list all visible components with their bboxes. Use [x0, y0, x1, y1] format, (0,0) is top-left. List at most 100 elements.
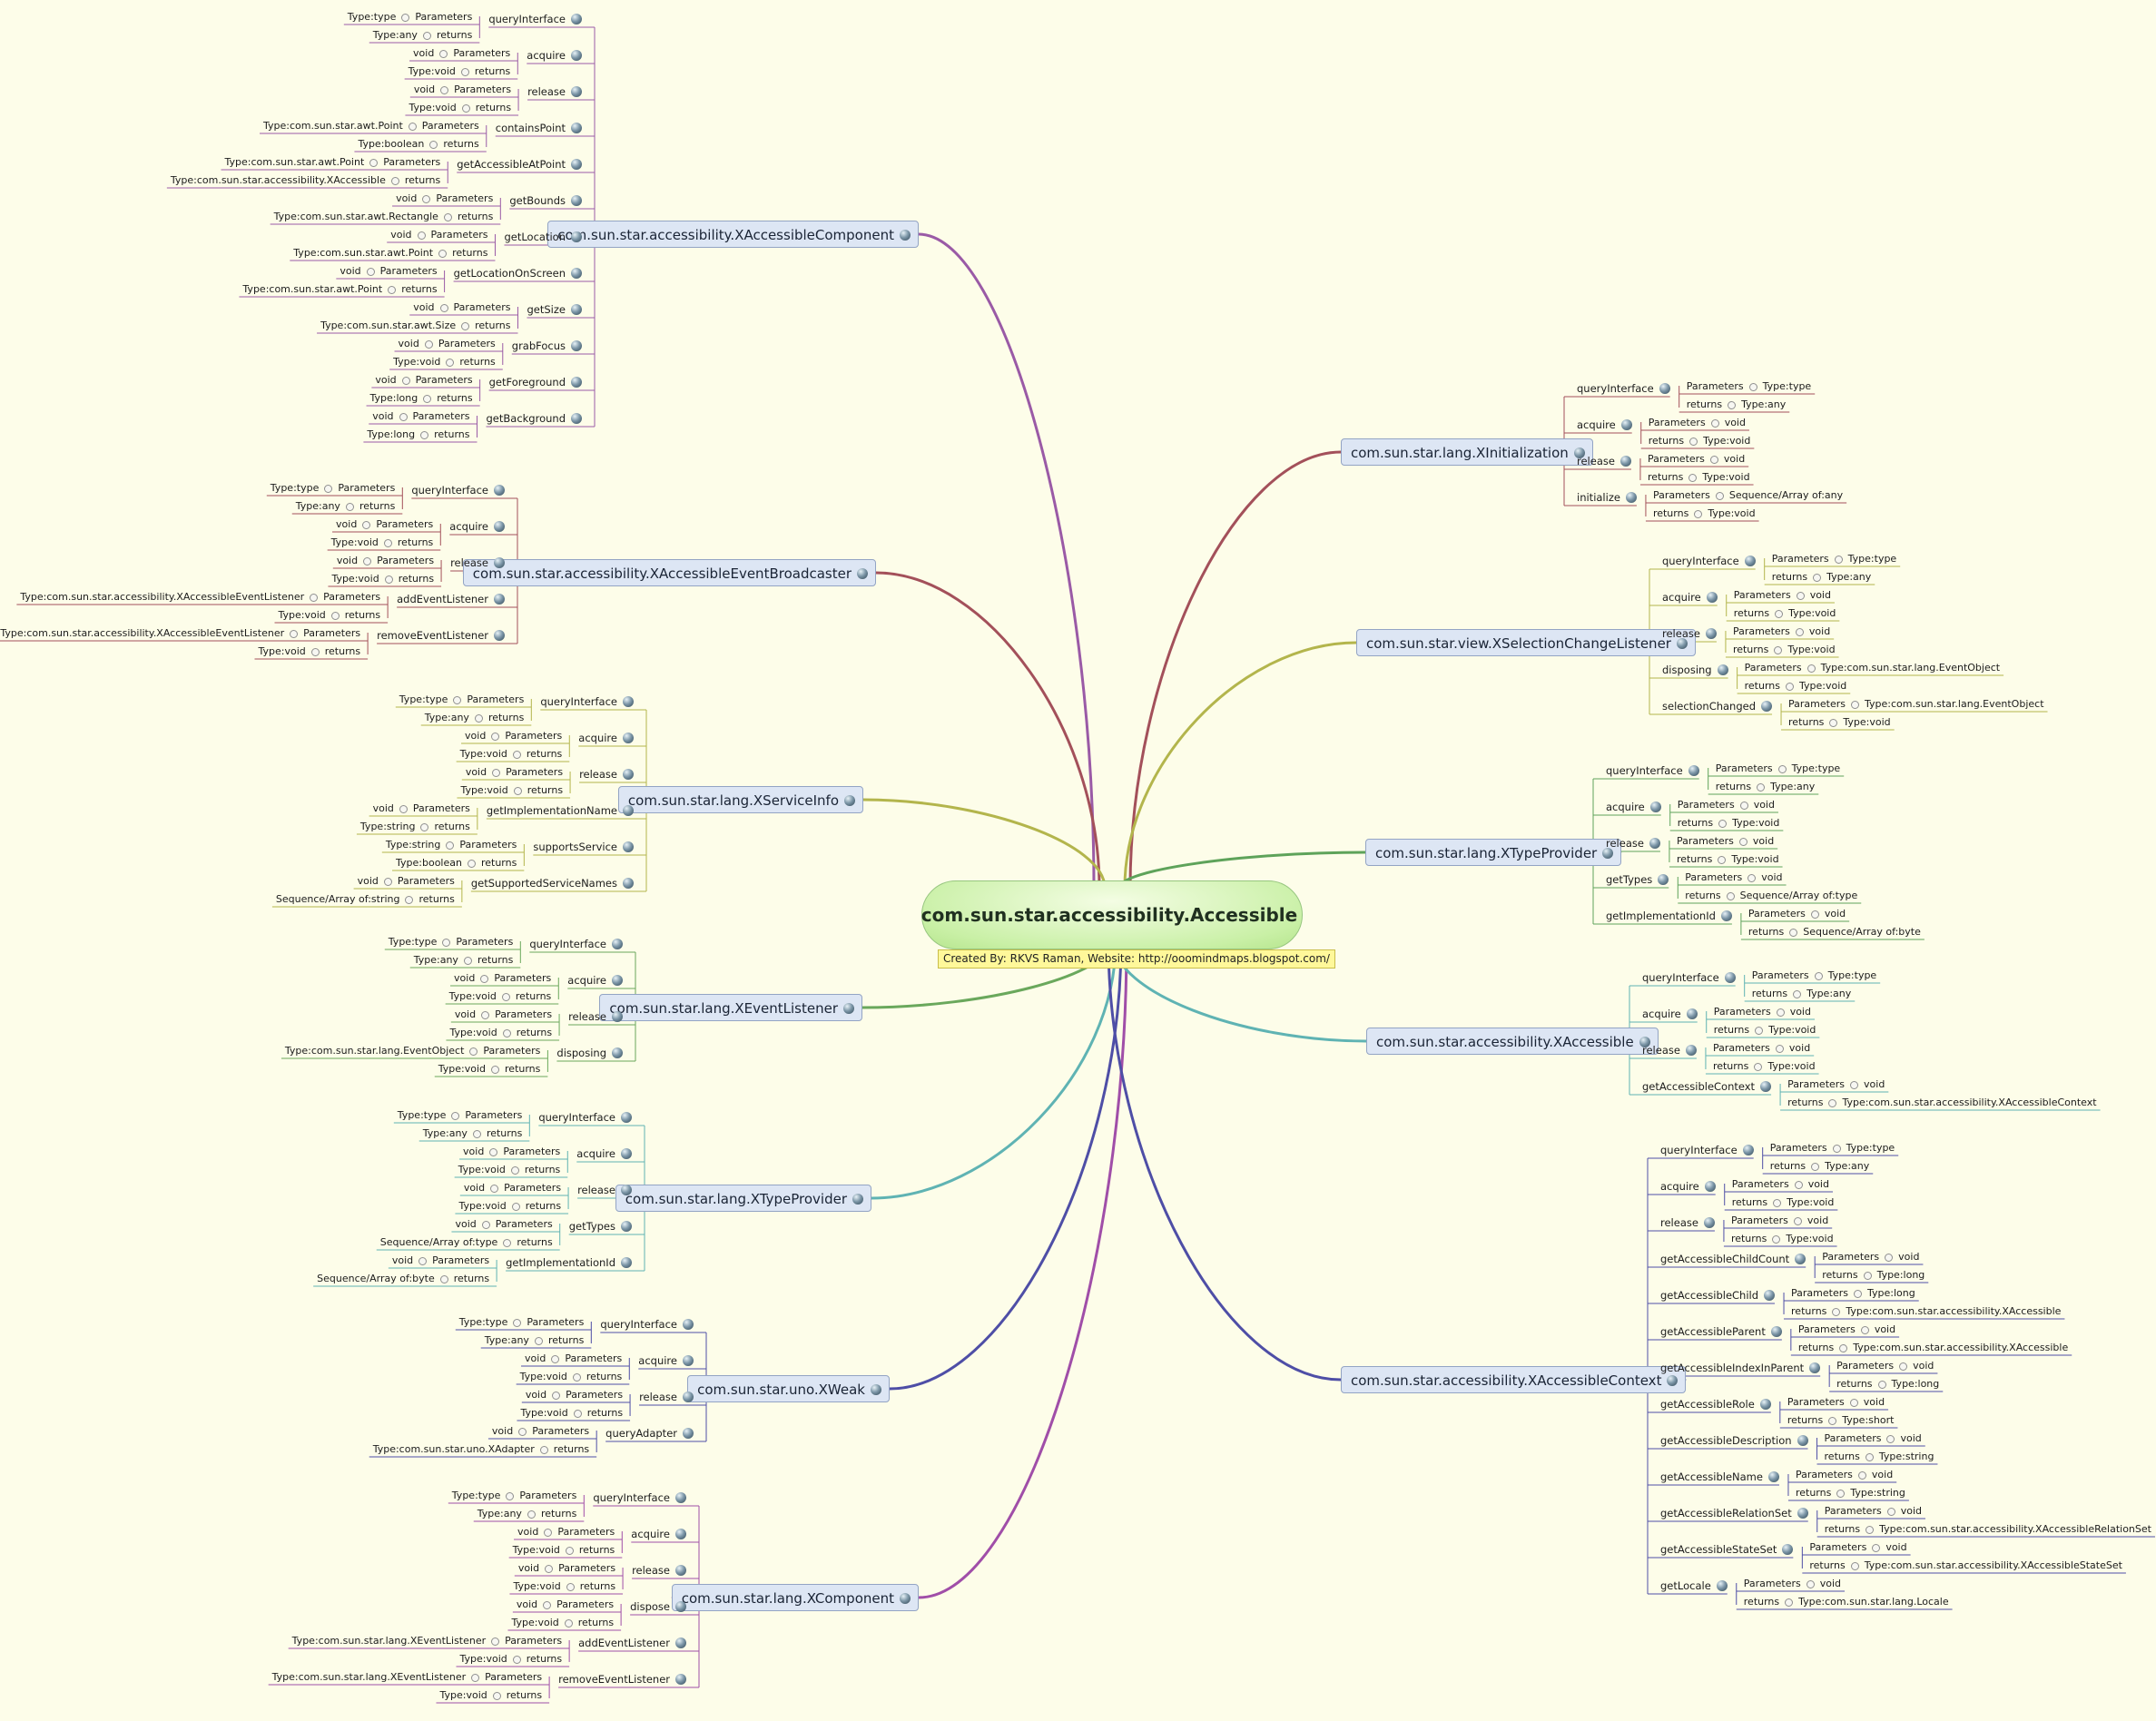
collapse-toggle-icon[interactable] — [463, 956, 472, 965]
collapse-toggle-icon[interactable] — [461, 103, 470, 113]
branch-node[interactable]: com.sun.star.lang.XTypeProvider — [1365, 839, 1622, 866]
method-node[interactable]: acquire — [631, 1528, 686, 1540]
branch-node[interactable]: com.sun.star.lang.XServiceInfo — [617, 786, 863, 813]
collapse-toggle-icon[interactable] — [388, 285, 397, 294]
collapse-toggle-icon[interactable] — [369, 158, 379, 167]
collapse-toggle-icon[interactable] — [481, 1220, 490, 1229]
collapse-toggle-icon[interactable] — [1794, 1180, 1803, 1189]
collapse-toggle-icon[interactable] — [1851, 700, 1859, 709]
branch-node[interactable]: com.sun.star.uno.XWeak — [687, 1375, 890, 1402]
collapse-toggle-icon[interactable] — [1854, 1289, 1862, 1298]
collapse-toggle-icon[interactable] — [1772, 1234, 1781, 1244]
collapse-toggle-icon[interactable] — [1857, 1470, 1866, 1480]
collapse-toggle-icon[interactable] — [469, 1047, 478, 1056]
collapse-toggle-icon[interactable] — [1863, 1271, 1872, 1280]
collapse-toggle-icon[interactable] — [422, 194, 431, 203]
method-node[interactable]: disposing — [1662, 664, 1728, 676]
method-node[interactable]: getBackground — [487, 412, 582, 425]
branch-node[interactable]: com.sun.star.lang.XComponent — [671, 1584, 919, 1611]
collapse-toggle-icon[interactable] — [1807, 664, 1816, 673]
collapse-toggle-icon[interactable] — [543, 1600, 552, 1609]
collapse-toggle-icon[interactable] — [573, 1409, 582, 1418]
method-node[interactable]: release — [1577, 455, 1631, 467]
method-node[interactable]: disposing — [556, 1047, 623, 1059]
collapse-toggle-icon[interactable] — [446, 358, 455, 367]
method-node[interactable]: queryInterface — [538, 1111, 632, 1124]
method-node[interactable]: getSupportedServiceNames — [471, 877, 634, 890]
collapse-toggle-icon[interactable] — [1877, 1380, 1886, 1389]
method-node[interactable]: addEventListener — [397, 593, 505, 605]
collapse-toggle-icon[interactable] — [1872, 1543, 1881, 1552]
method-node[interactable]: queryInterface — [593, 1491, 686, 1504]
branch-node[interactable]: com.sun.star.lang.XTypeProvider — [615, 1185, 871, 1212]
collapse-toggle-icon[interactable] — [502, 1028, 511, 1038]
method-node[interactable]: getAccessibleStateSet — [1660, 1543, 1794, 1556]
collapse-toggle-icon[interactable] — [1885, 1253, 1894, 1262]
collapse-toggle-icon[interactable] — [513, 1318, 522, 1327]
method-node[interactable]: selectionChanged — [1662, 700, 1773, 713]
collapse-toggle-icon[interactable] — [1777, 764, 1787, 773]
collapse-toggle-icon[interactable] — [492, 1691, 501, 1700]
collapse-toggle-icon[interactable] — [310, 647, 320, 656]
collapse-toggle-icon[interactable] — [451, 1111, 460, 1120]
collapse-toggle-icon[interactable] — [572, 1372, 581, 1382]
method-node[interactable]: queryInterface — [1642, 971, 1736, 984]
collapse-toggle-icon[interactable] — [408, 122, 417, 131]
collapse-toggle-icon[interactable] — [1793, 1216, 1802, 1225]
collapse-toggle-icon[interactable] — [1865, 1452, 1874, 1461]
collapse-toggle-icon[interactable] — [1726, 891, 1735, 900]
collapse-toggle-icon[interactable] — [290, 629, 299, 638]
collapse-toggle-icon[interactable] — [443, 212, 452, 221]
collapse-toggle-icon[interactable] — [513, 786, 522, 795]
collapse-toggle-icon[interactable] — [420, 822, 429, 831]
method-node[interactable]: removeEventListener — [558, 1673, 686, 1686]
method-node[interactable]: getForeground — [489, 376, 582, 388]
method-node[interactable]: release — [568, 1010, 623, 1023]
method-node[interactable]: getImplementationId — [506, 1256, 632, 1269]
method-node[interactable]: getBounds — [509, 194, 582, 207]
collapse-toggle-icon[interactable] — [552, 1391, 561, 1400]
collapse-toggle-icon[interactable] — [1738, 837, 1747, 846]
method-node[interactable]: getAccessibleAtPoint — [457, 158, 582, 171]
method-node[interactable]: supportsService — [533, 841, 634, 853]
collapse-toggle-icon[interactable] — [510, 1165, 519, 1175]
collapse-toggle-icon[interactable] — [1709, 455, 1718, 464]
collapse-toggle-icon[interactable] — [399, 412, 408, 421]
collapse-toggle-icon[interactable] — [1774, 645, 1783, 654]
collapse-toggle-icon[interactable] — [512, 1655, 521, 1664]
collapse-toggle-icon[interactable] — [501, 992, 510, 1001]
collapse-toggle-icon[interactable] — [383, 877, 392, 886]
method-node[interactable]: getLocale — [1660, 1579, 1728, 1592]
collapse-toggle-icon[interactable] — [1806, 1579, 1815, 1588]
method-node[interactable]: queryInterface — [1662, 555, 1756, 567]
method-node[interactable]: acquire — [1642, 1008, 1698, 1020]
method-node[interactable]: getSize — [527, 303, 582, 316]
collapse-toggle-icon[interactable] — [491, 1065, 500, 1074]
collapse-toggle-icon[interactable] — [1785, 682, 1794, 691]
method-node[interactable]: acquire — [1577, 418, 1632, 431]
collapse-toggle-icon[interactable] — [440, 85, 449, 94]
method-node[interactable]: getAccessibleDescription — [1660, 1434, 1808, 1447]
method-node[interactable]: acquire — [1660, 1180, 1716, 1193]
collapse-toggle-icon[interactable] — [490, 1184, 499, 1193]
method-node[interactable]: getAccessibleChild — [1660, 1289, 1776, 1302]
method-node[interactable]: getLocation — [504, 231, 582, 243]
method-node[interactable]: getAccessibleRole — [1660, 1398, 1771, 1411]
collapse-toggle-icon[interactable] — [1810, 910, 1819, 919]
collapse-toggle-icon[interactable] — [539, 1445, 548, 1454]
method-node[interactable]: release — [579, 768, 634, 781]
method-node[interactable]: acquire — [576, 1147, 632, 1160]
method-node[interactable]: getLocationOnScreen — [454, 267, 582, 280]
method-node[interactable]: release — [1662, 627, 1717, 640]
collapse-toggle-icon[interactable] — [1776, 1008, 1785, 1017]
collapse-toggle-icon[interactable] — [1688, 473, 1698, 482]
central-topic[interactable]: com.sun.star.accessibility.Accessible — [921, 880, 1303, 949]
collapse-toggle-icon[interactable] — [405, 895, 414, 904]
collapse-toggle-icon[interactable] — [310, 593, 319, 602]
collapse-toggle-icon[interactable] — [1773, 1198, 1782, 1207]
method-node[interactable]: queryInterface — [540, 695, 634, 708]
collapse-toggle-icon[interactable] — [474, 713, 483, 723]
method-node[interactable]: getAccessibleChildCount — [1660, 1253, 1807, 1265]
method-node[interactable]: queryInterface — [1660, 1144, 1754, 1156]
collapse-toggle-icon[interactable] — [1715, 491, 1724, 500]
